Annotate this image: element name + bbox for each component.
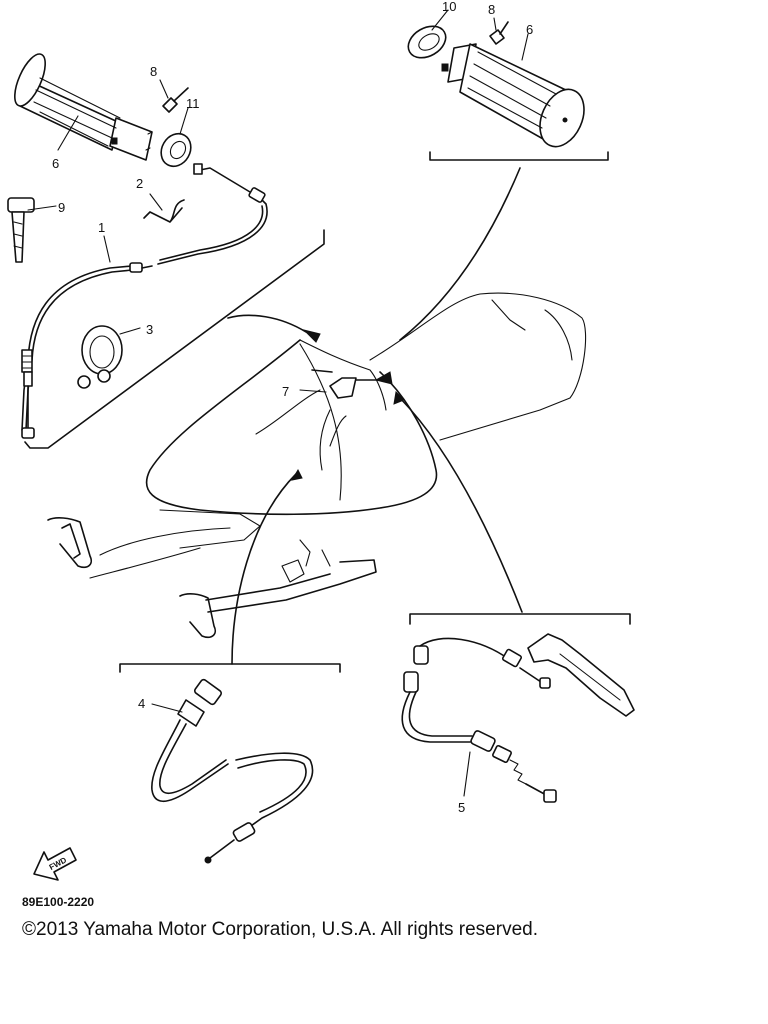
callout-4: 4 [138, 696, 145, 711]
bottom-left-panel-bracket [119, 663, 341, 673]
callout-6-left: 6 [52, 156, 59, 171]
callouts: 8 11 6 2 9 1 3 7 10 8 6 4 5 [52, 0, 533, 815]
left-panel-bracket [24, 229, 325, 449]
callout-8-right: 8 [488, 2, 495, 17]
pointer-arrows [227, 167, 523, 665]
callout-7: 7 [282, 384, 289, 399]
right-detail-panel [403, 20, 609, 161]
callout-3: 3 [146, 322, 153, 337]
callout-11: 11 [186, 96, 200, 111]
callout-1: 1 [98, 220, 105, 235]
cable-clamp[interactable] [77, 325, 123, 389]
ignition-key[interactable] [7, 197, 35, 263]
callout-9: 9 [58, 200, 65, 215]
right-handlebar-grip[interactable] [441, 43, 592, 154]
diagram-code: 89E100-2220 [22, 895, 95, 909]
forward-arrow-icon: FWD [33, 847, 77, 881]
snowmobile-outline [47, 292, 587, 639]
callout-2: 2 [136, 176, 143, 191]
left-grip-screw[interactable] [162, 87, 189, 113]
callout-8-left: 8 [150, 64, 157, 79]
callout-5: 5 [458, 800, 465, 815]
bottom-right-panel-bracket [409, 613, 631, 625]
copyright-notice: ©2013 Yamaha Motor Corporation, U.S.A. A… [22, 919, 538, 940]
leader-lines [27, 9, 529, 797]
left-collar[interactable] [155, 128, 196, 171]
brake-cable[interactable] [401, 637, 557, 803]
right-grip-screw[interactable] [489, 21, 509, 45]
choke-cable[interactable] [151, 678, 314, 864]
callout-6-right: 6 [526, 22, 533, 37]
right-collar[interactable] [403, 20, 452, 64]
brake-lever[interactable] [527, 633, 635, 717]
bottom-left-panel [119, 663, 341, 864]
bottom-right-panel [401, 613, 635, 803]
right-panel-bracket [429, 151, 609, 161]
cable-clip[interactable] [143, 199, 185, 223]
left-detail-panel [7, 50, 325, 449]
callout-10: 10 [442, 0, 456, 14]
throttle-cable[interactable] [21, 163, 268, 439]
left-handlebar-grip[interactable] [9, 50, 153, 161]
